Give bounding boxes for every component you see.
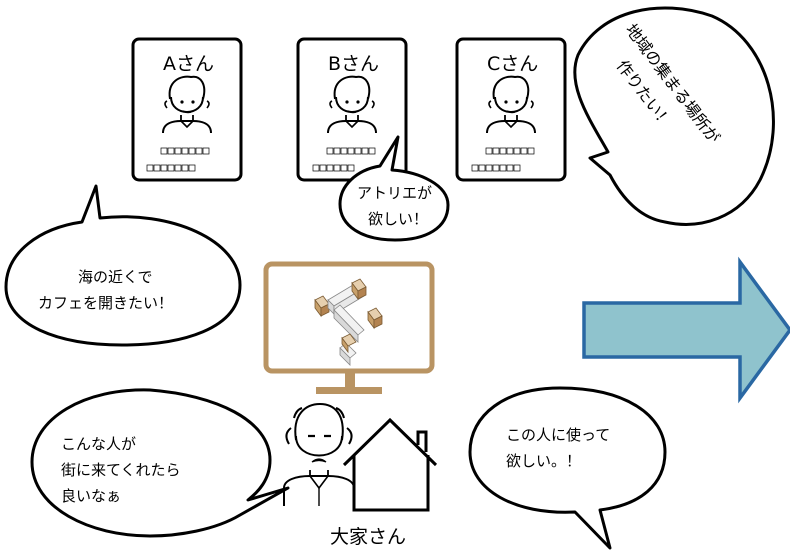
bubble-atelier-line2: 欲しい！ [368,210,429,228]
speech-bubble-cafe [4,184,242,347]
speech-bubble-person [30,388,290,538]
person-avatar-icon [327,75,377,134]
bubble-cafe-line2: カフェを開きたい！ [38,294,174,312]
bubble-person-line1: こんな人が [61,435,137,453]
house-icon [342,417,438,512]
person-card-a [131,37,243,182]
blocks-logo-icon [314,278,383,366]
right-arrow-icon [582,256,790,404]
card-name-b: Bさん [328,53,380,75]
card-name-a: Aさん [163,53,214,75]
card-placeholder-text [146,147,535,172]
person-avatar-icon [486,75,536,134]
bubble-person-line3: 良いなぁ [61,487,122,505]
bubble-cafe-line1: 海の近くで [78,268,153,286]
bubble-use-line1: この人に使って [506,426,611,444]
card-name-c: Cさん [487,53,539,75]
owner-label: 大家さん [330,526,407,548]
speech-bubble-atelier [338,135,450,242]
bubble-atelier-line1: アトリエが [357,184,433,202]
speech-bubble-community [573,6,775,226]
person-card-c [455,37,567,182]
owner-elderly-man-icon [283,402,355,506]
bubble-use-line2: 欲しい。！ [506,452,582,470]
speech-bubble-use [468,386,667,550]
bubble-person-line2: 街に来てくれたら [61,461,181,479]
person-avatar-icon [162,75,212,134]
